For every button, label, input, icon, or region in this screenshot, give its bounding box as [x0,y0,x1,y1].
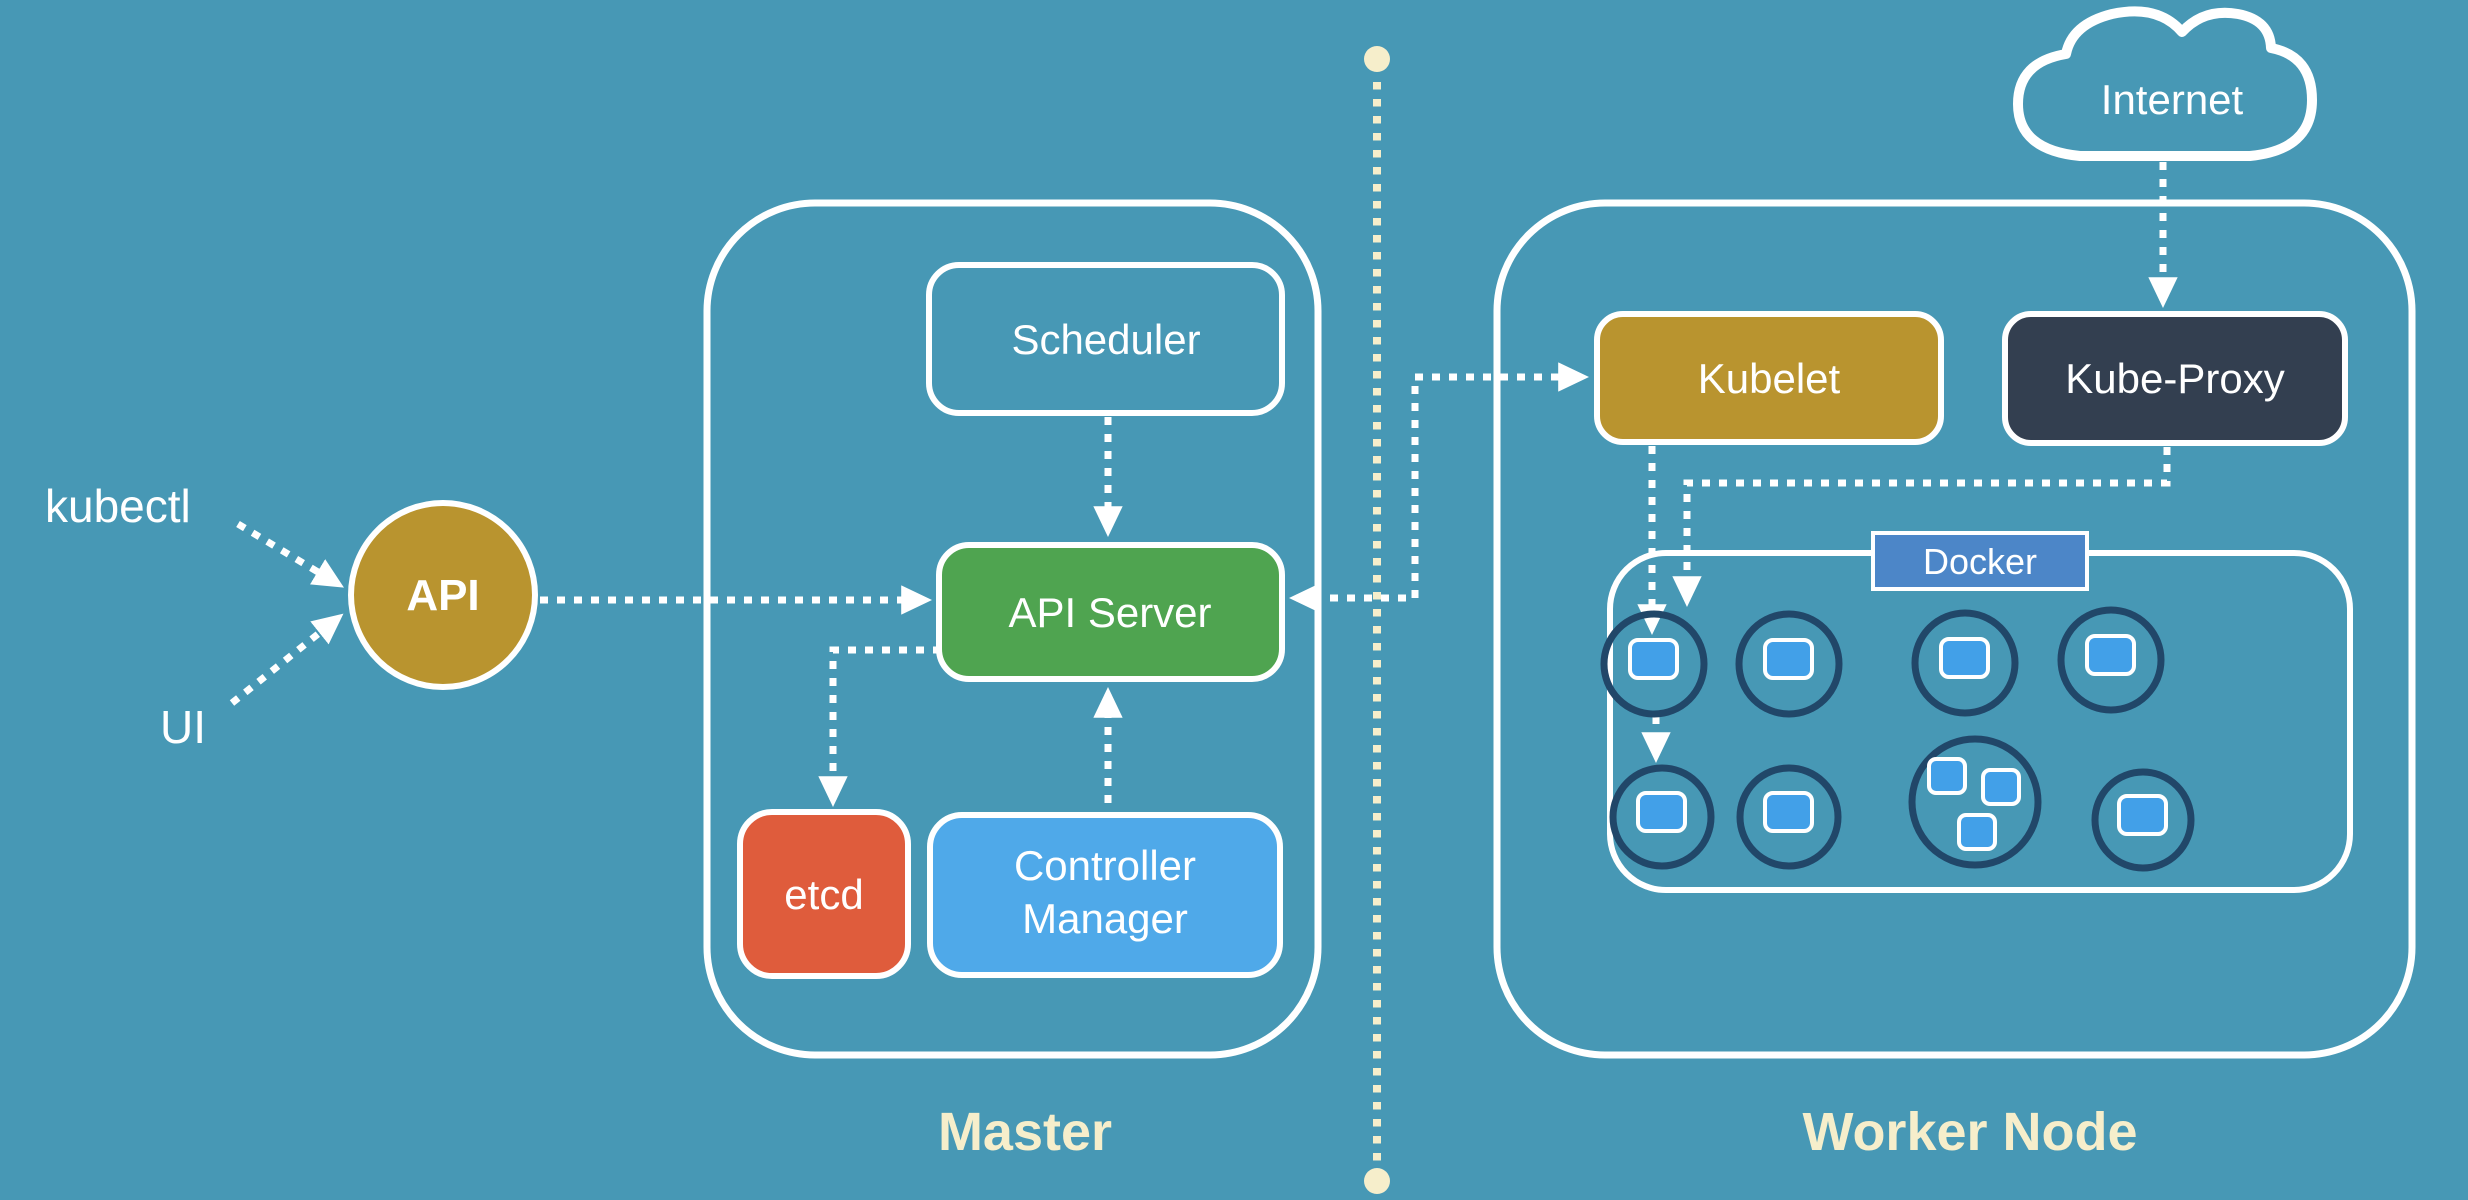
pod [1911,609,2019,717]
master-zone-box [703,199,1322,1059]
docker-label-box [1871,531,2089,591]
pod-circle [1908,735,2042,869]
pod-circle [1609,764,1715,870]
etcd-node: etcd [737,809,911,979]
ui-label: UI [160,701,206,753]
container-square [2085,634,2136,676]
pod [2057,606,2165,714]
connector-kube-proxy-to-pod [1672,447,2171,607]
pod [1735,610,1843,718]
separator-top-dot [1364,46,1390,72]
pod [1609,764,1715,870]
container-square [1939,637,1990,679]
kubectl-label: kubectl [45,480,191,532]
pod-circle [1600,610,1708,718]
controller-manager-line1: Controller [1014,842,1196,889]
connector-ui-to-api [229,613,344,706]
scheduler-label: Scheduler [1011,316,1200,363]
kubelet-box [1594,311,1944,445]
kubelet-label: Kubelet [1698,355,1841,402]
docker-label: Docker [1923,541,2037,582]
container-square [1957,813,1997,851]
container-square [1636,791,1687,833]
container-square [1981,768,2021,806]
container-square [1628,638,1679,680]
worker-node-zone-box [1493,199,2416,1059]
api-circle [348,500,538,690]
internet-cloud-outline [2013,6,2317,161]
pod-circle [1735,610,1843,718]
api-server-box [936,542,1285,682]
pod-circle [2057,606,2165,714]
connector-kubectl-to-api [236,520,345,588]
master-worker-separator [1364,46,1390,1194]
container-square [1927,757,1967,795]
separator-bottom-dot [1364,1168,1390,1194]
pod-multi-container [1908,735,2042,869]
connector-api-server-to-etcd [818,646,941,807]
api-label: API [406,571,479,620]
master-zone-label: Master [938,1102,1112,1162]
internet-label: Internet [2101,76,2244,123]
container-square [2117,794,2168,836]
container-square [1763,638,1814,680]
kube-proxy-label: Kube-Proxy [2065,355,2284,402]
controller-manager-line2: Manager [1022,895,1188,942]
kube-proxy-node: Kube-Proxy [2002,311,2348,446]
docker-runtime: Docker [1600,531,2353,893]
pod-circle [1911,609,2019,717]
api-node: API [348,500,538,690]
pod [1736,764,1842,870]
controller-manager-box [927,812,1283,978]
api-server-label: API Server [1008,589,1211,636]
scheduler-node: Scheduler [926,262,1285,416]
pod [2091,768,2195,872]
pod-circle [1736,764,1842,870]
internet-cloud: Internet [2013,6,2317,161]
worker-node-zone-label: Worker Node [1802,1102,2137,1162]
etcd-box [737,809,911,979]
etcd-label: etcd [784,871,863,918]
api-server-node: API Server [936,542,1285,682]
kube-proxy-box [2002,311,2348,446]
kubelet-node: Kubelet [1594,311,1944,445]
pod [1600,610,1708,718]
pod-circle [2091,768,2195,872]
container-square [1763,791,1814,833]
scheduler-box [926,262,1285,416]
